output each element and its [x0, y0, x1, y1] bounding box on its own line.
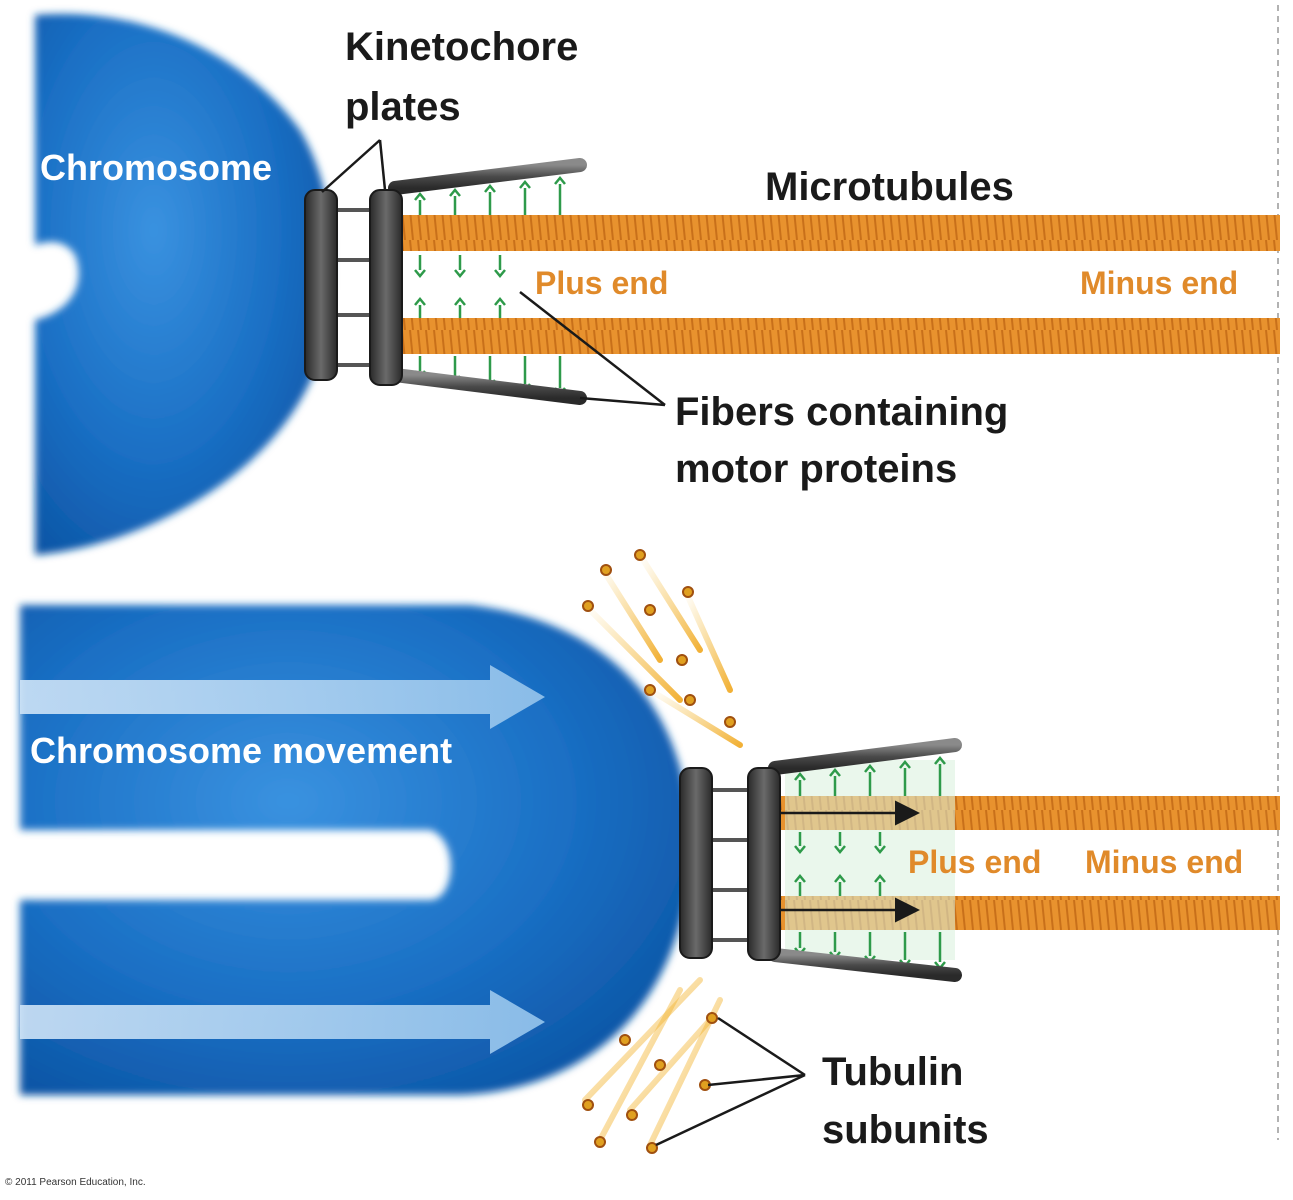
kinetochore-label-line2: plates: [345, 85, 461, 129]
movement-arrow-upper: [20, 665, 545, 729]
tubulin-label-line1: Tubulin: [822, 1050, 963, 1094]
movement-arrow-lower: [20, 990, 545, 1054]
bottom-panel: Chromosome movement Plus end Minus end T…: [20, 549, 1280, 1154]
kinetochore-plates-bottom: [679, 767, 781, 961]
microtubules-label: Microtubules: [765, 165, 1014, 209]
chromosome-label: Chromosome: [40, 147, 272, 188]
kinetochore-label-line1: Kinetochore: [345, 25, 578, 69]
fibers-bottom: [768, 738, 962, 982]
kinetochore-plates-top: [304, 189, 403, 386]
fibers-top: [388, 158, 587, 405]
fibers-label-line1: Fibers containing: [675, 390, 1008, 434]
fibers-pointers: [519, 291, 666, 407]
microtubule-top-2: [400, 318, 1280, 354]
microtubule-arrows: [760, 800, 920, 923]
chromosome-bottom: [20, 605, 690, 1095]
tubulin-label-line2: subunits: [822, 1108, 989, 1152]
tubulin-subunits-upper: [582, 549, 743, 748]
tubulin-pointers: [655, 1016, 806, 1147]
chromosome-movement-label: Chromosome movement: [30, 730, 452, 771]
plus-end-label-bottom: Plus end: [908, 844, 1041, 880]
fibers-label-line2: motor proteins: [675, 447, 957, 491]
kinetochore-pointers: [321, 139, 387, 193]
plus-end-label-top: Plus end: [535, 265, 668, 301]
chromosome-top: [35, 13, 332, 555]
tubulin-subunits-lower: [582, 977, 723, 1154]
copyright-notice: © 2011 Pearson Education, Inc.: [5, 1177, 146, 1188]
minus-end-label-bottom: Minus end: [1085, 844, 1243, 880]
top-panel: Kinetochore plates Chromosome Microtubul…: [35, 13, 1280, 555]
microtubule-top-1: [400, 215, 1280, 251]
movement-arrows: [20, 665, 545, 1054]
minus-end-label-top: Minus end: [1080, 265, 1238, 301]
